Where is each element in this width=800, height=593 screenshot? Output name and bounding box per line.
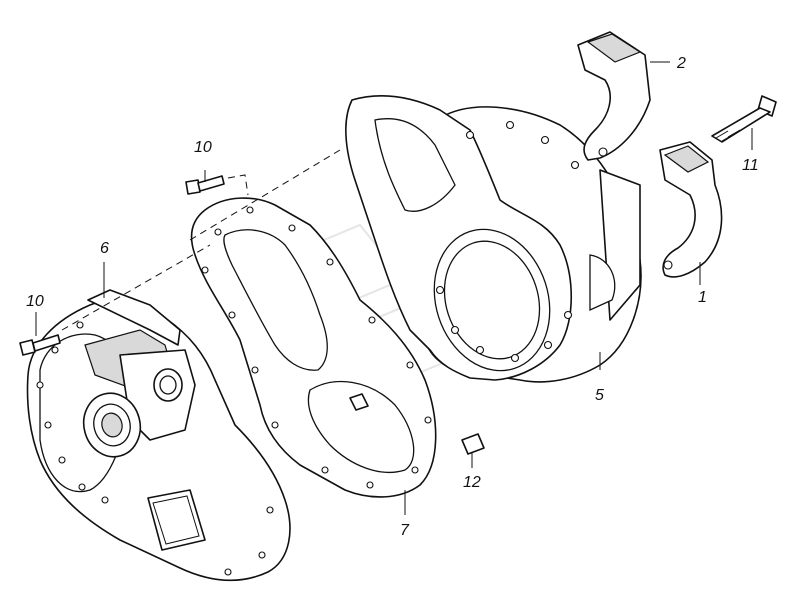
- bearing-cap-part-2: [577, 31, 651, 161]
- callout-part-12: 12: [463, 474, 481, 491]
- callout-part-11: 11: [742, 157, 759, 174]
- callout-part-1: 1: [698, 289, 707, 306]
- callout-part-2: 2: [676, 55, 686, 72]
- front-housing-part-6: [26, 289, 291, 582]
- gasket-flange-part-7: [190, 197, 437, 498]
- callout-part-10-upper: 10: [194, 139, 212, 156]
- stud-part-12: [349, 393, 485, 455]
- assembly-lines: [61, 149, 341, 331]
- leader-lines: [35, 61, 753, 515]
- bearing-cap-part-1: [659, 141, 723, 278]
- callout-part-7: 7: [400, 522, 410, 539]
- callout-part-5: 5: [595, 387, 604, 404]
- rear-housing-part-5: [345, 95, 642, 383]
- callout-part-6: 6: [100, 240, 109, 257]
- bolt-part-10-upper: [185, 175, 225, 195]
- callout-part-10-lower: 10: [26, 293, 44, 310]
- bolt-part-10-lower: [19, 334, 61, 356]
- long-bolt-part-11: [711, 95, 777, 143]
